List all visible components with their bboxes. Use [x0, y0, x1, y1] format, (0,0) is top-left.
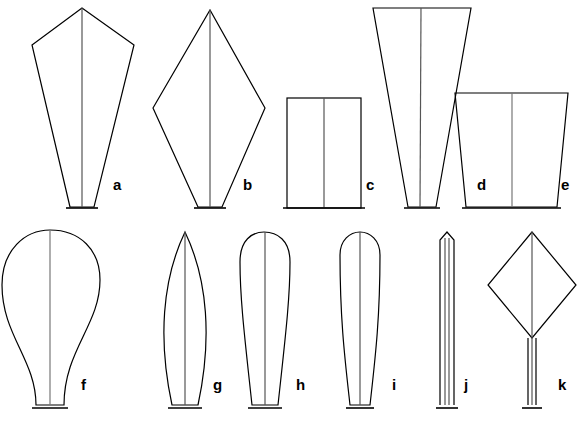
- panel-letter: e: [561, 177, 569, 193]
- panel-letter: g: [213, 377, 222, 393]
- panel-letter: k: [558, 377, 566, 393]
- panel-letter: a: [113, 177, 121, 193]
- panel-letter: h: [296, 377, 305, 393]
- panel-letter: f: [81, 377, 86, 393]
- panel-letter: b: [243, 177, 252, 193]
- panel-letter: d: [477, 177, 486, 193]
- panel-letter: i: [392, 377, 396, 393]
- panel-letter: j: [464, 377, 468, 393]
- panel-letter: c: [366, 177, 374, 193]
